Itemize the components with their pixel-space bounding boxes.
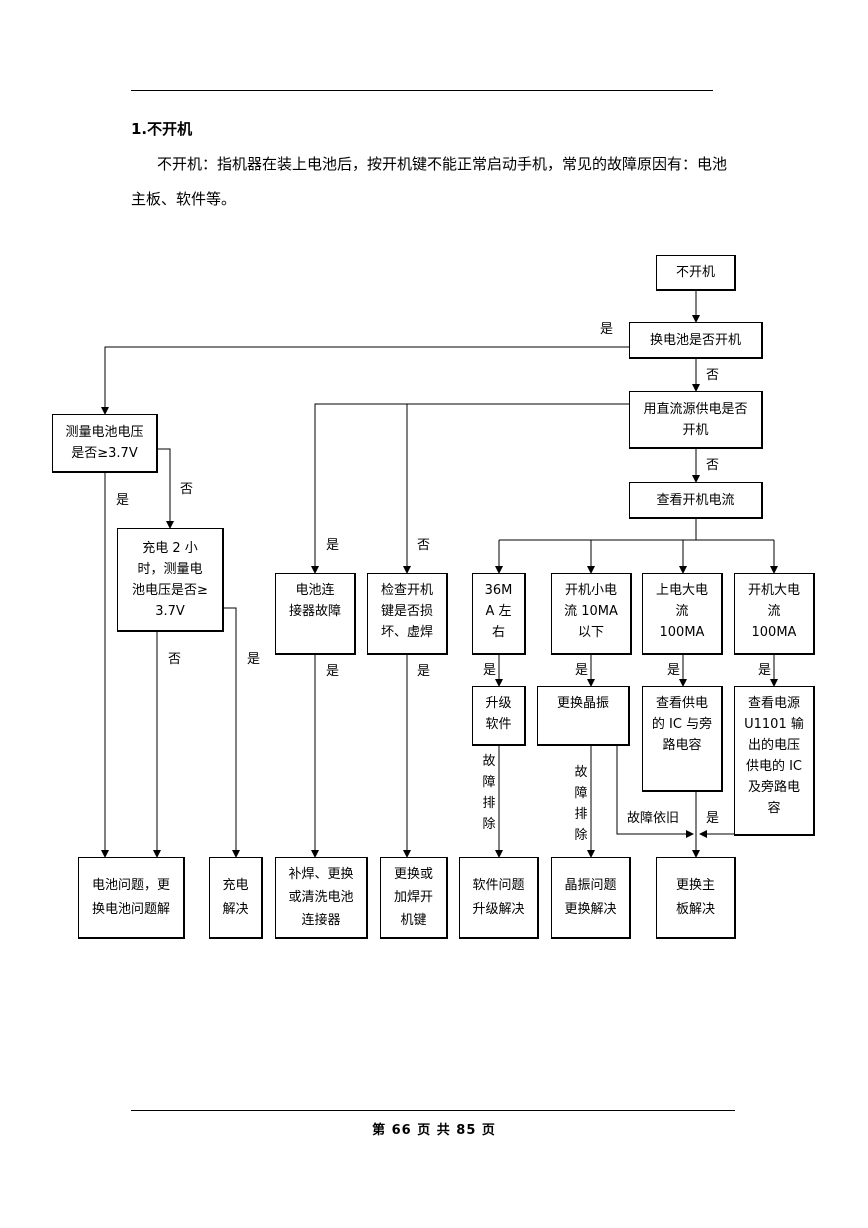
label-yes-charge: 是: [247, 652, 261, 667]
node-charge-2h: 充电 2 小 时，测量电 池电压是否≥ 3.7V: [117, 528, 224, 632]
node-check-power-key: 检查开机 键是否损 坏、虚焊: [367, 573, 448, 655]
intro-line-1: 不开机：指机器在装上电池后，按开机键不能正常启动手机，常见的故障原因有：电池: [157, 155, 728, 173]
label-yes-key: 是: [417, 664, 431, 679]
label-no-charge: 否: [168, 652, 182, 667]
label-no-dc-key: 否: [417, 538, 431, 553]
label-no-dc: 否: [706, 458, 720, 473]
page-number: 第 66 页 共 85 页: [372, 1123, 496, 1138]
result-crystal: 晶振问题 更换解决: [551, 857, 631, 939]
result-software: 软件问题 升级解决: [459, 857, 539, 939]
label-fault-removed-crystal: 故 障 排 除: [574, 765, 588, 843]
label-yes-small: 是: [575, 663, 589, 678]
label-yes-power-on: 是: [667, 663, 681, 678]
node-dc-supply: 用直流源供电是否 开机: [629, 391, 763, 449]
label-yes-36ma: 是: [483, 663, 497, 678]
result-charge: 充电 解决: [209, 857, 263, 939]
label-yes-boot-large: 是: [758, 663, 772, 678]
label-yes-voltage: 是: [116, 493, 130, 508]
result-power-key: 更换或 加焊开 机键: [380, 857, 448, 939]
node-check-u1101: 查看电源 U1101 输 出的电压 供电的 IC 及旁路电 容: [734, 686, 815, 836]
node-swap-battery: 换电池是否开机: [629, 322, 763, 359]
label-yes-u1101: 是: [706, 811, 720, 826]
label-fault-persists: 故障依旧: [627, 811, 680, 826]
node-battery-connector: 电池连 接器故障: [275, 573, 356, 655]
label-no-swap: 否: [706, 368, 720, 383]
node-current-36ma: 36M A 左 右: [472, 573, 526, 655]
node-measure-voltage: 测量电池电压 是否≥3.7V: [52, 414, 158, 473]
label-fault-removed-software: 故 障 排 除: [482, 754, 496, 832]
node-current-small: 开机小电 流 10MA 以下: [551, 573, 632, 655]
result-mainboard: 更换主 板解决: [656, 857, 736, 939]
header-rule: [131, 90, 713, 91]
node-replace-crystal: 更换晶振: [537, 686, 630, 746]
result-connector: 补焊、更换 或清洗电池 连接器: [275, 857, 368, 939]
label-no-voltage: 否: [180, 482, 194, 497]
label-yes-connector: 是: [326, 664, 340, 679]
label-yes-swap: 是: [600, 322, 614, 337]
node-check-current: 查看开机电流: [629, 482, 763, 519]
node-current-boot-large: 开机大电 流 100MA …: [734, 573, 815, 655]
label-yes-dc: 是: [326, 538, 340, 553]
node-check-supply-ic: 查看供电 的 IC 与旁 路电容: [642, 686, 723, 792]
intro-line-2: 主板、软件等。: [131, 190, 237, 208]
node-current-power-on: 上电大电 流 100MA …: [642, 573, 723, 655]
node-start: 不开机: [656, 255, 736, 291]
result-battery: 电池问题，更 换电池问题解: [78, 857, 185, 939]
footer-rule: [131, 1110, 735, 1111]
node-upgrade-software: 升级 软件: [472, 686, 526, 746]
section-title: 1.不开机: [131, 120, 193, 138]
